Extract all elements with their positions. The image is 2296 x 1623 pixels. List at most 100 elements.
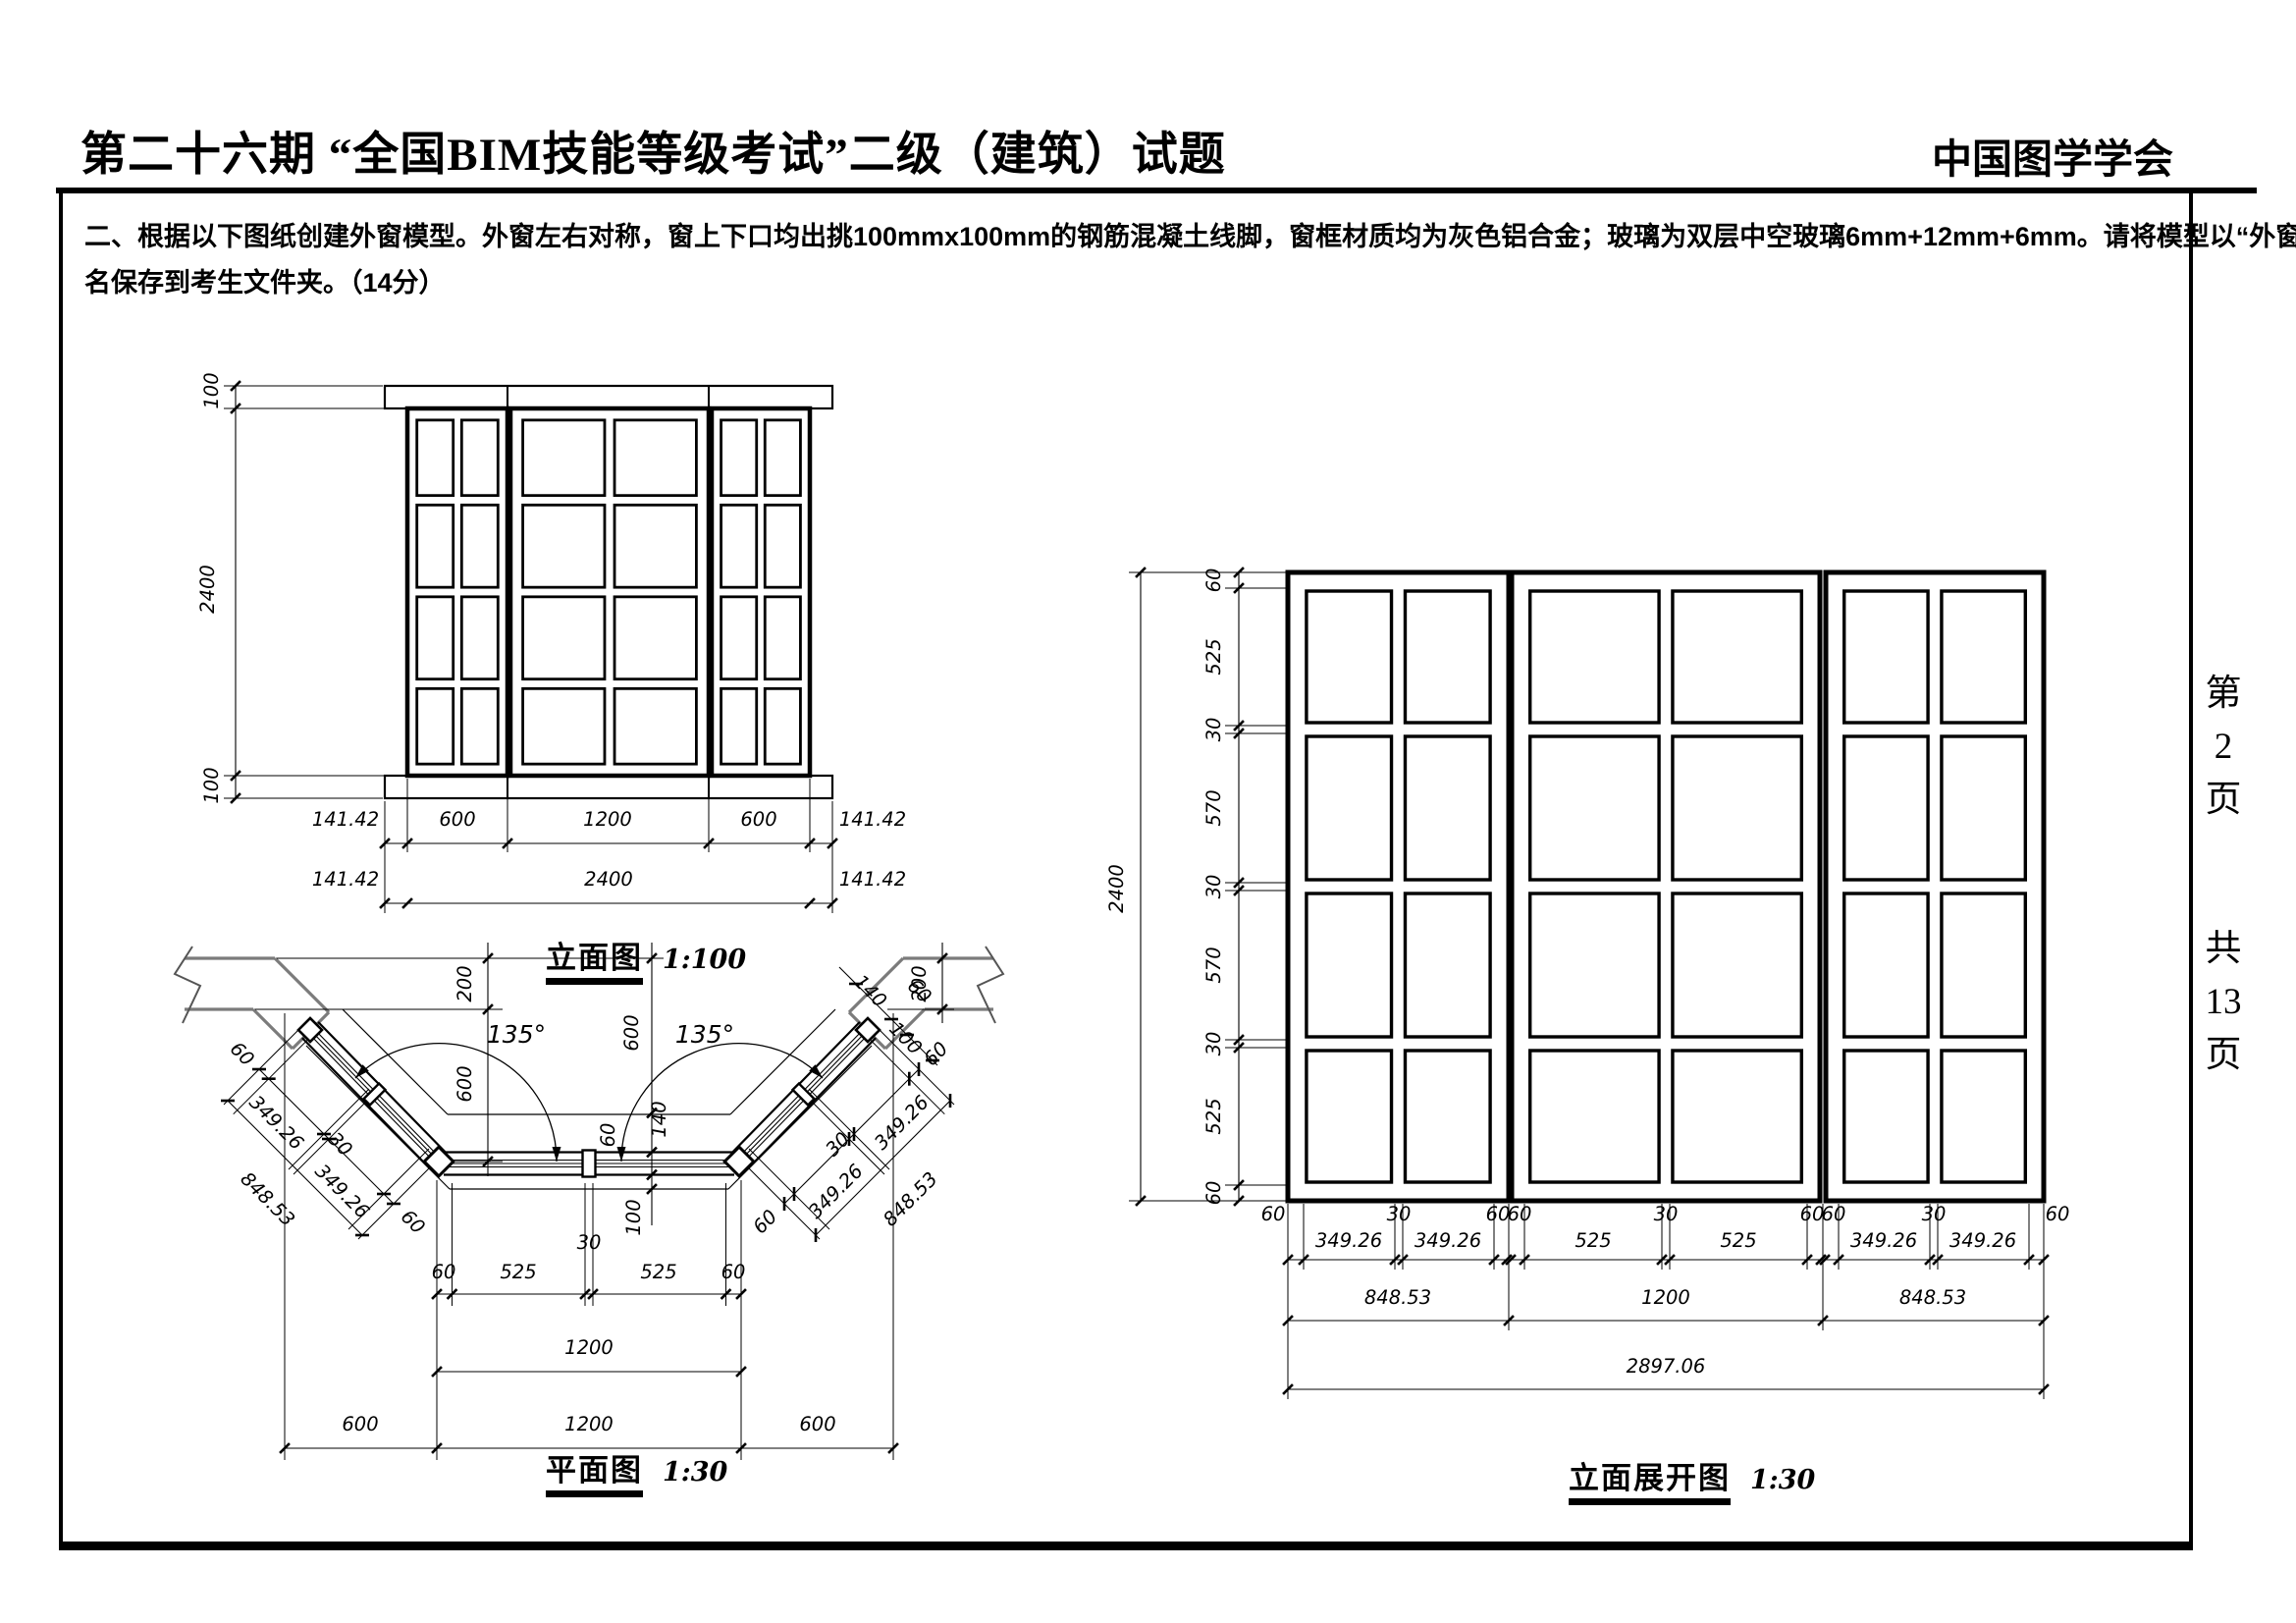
dim-tick (1656, 1254, 1668, 1266)
dim-label: 30 (1654, 1203, 1679, 1225)
window-pane (1842, 1049, 1930, 1184)
dim-label: 60 (721, 1261, 746, 1283)
drawing-line (863, 1033, 945, 1115)
wall-break-line (976, 946, 1005, 1024)
dim-tick (1397, 1254, 1409, 1266)
window-pane (521, 503, 607, 589)
dim-tick (1519, 1254, 1530, 1266)
window-pane (1671, 734, 1804, 882)
dim-label: 349.26 (870, 1091, 934, 1155)
dim-label: 141.42 (839, 868, 906, 891)
dim-tick (1135, 567, 1147, 578)
dim-label: 570 (1202, 789, 1225, 826)
dim-label: 30 (1387, 1203, 1412, 1225)
window-pane (1305, 892, 1394, 1039)
window-pane (1671, 892, 1804, 1039)
elevation-caption-scale: 1:100 (663, 945, 747, 975)
drawing-line (815, 1100, 951, 1236)
organization-name: 中国图学学会 (1932, 136, 2173, 182)
unfolded-caption-text: 立面展开图 (1569, 1461, 1731, 1505)
frame-joint-block (790, 1081, 817, 1108)
drawing-line (803, 1093, 885, 1175)
dim-label: 1200 (564, 1336, 614, 1359)
dim-label: 100 (200, 372, 223, 408)
drawing-line (347, 1148, 430, 1230)
window-pane (1940, 734, 2028, 882)
drawing-line (233, 1033, 315, 1115)
drawing-line (808, 1088, 890, 1170)
drawing-line (301, 1037, 432, 1170)
dim-tick (1389, 1254, 1401, 1266)
window-pane (720, 418, 759, 498)
dim-tick (804, 838, 816, 849)
arrowhead (355, 1064, 369, 1078)
dim-tick (1135, 1195, 1147, 1207)
dim-tick (1833, 1254, 1844, 1266)
dim-label: 600 (454, 1065, 476, 1102)
dim-tick (1801, 1254, 1813, 1266)
dim-label: 2400 (196, 565, 219, 614)
window-pane (1305, 734, 1394, 882)
dim-tick (735, 1366, 747, 1378)
window-pane (763, 503, 802, 589)
window-pane (763, 595, 802, 681)
drawing-line (223, 1023, 305, 1106)
window-pane (459, 503, 500, 589)
dim-label: 349.26 (1949, 1229, 2016, 1252)
arrowhead (809, 1064, 823, 1078)
dim-tick (646, 952, 658, 964)
dim-label: 30 (324, 1127, 357, 1161)
dim-label: 140 (648, 1101, 670, 1137)
dim-label: 600 (342, 1413, 378, 1435)
dim-tick (431, 1442, 443, 1454)
dim-tick (1664, 1254, 1676, 1266)
window-pane (1527, 589, 1661, 725)
drawing-line (729, 1008, 836, 1115)
window-pane (521, 418, 607, 498)
dim-label: 60 (1202, 568, 1225, 593)
dim-label: 60 (748, 1205, 781, 1238)
dim-label: 600 (620, 1014, 643, 1051)
page-note-char: 页 (2205, 1035, 2242, 1075)
dim-tick (230, 770, 241, 782)
dim-label: 200 (454, 965, 476, 1001)
dim-label: 30 (1922, 1203, 1947, 1225)
dim-tick (1817, 1315, 1829, 1326)
drawing-line (258, 1068, 395, 1205)
frame-joint-block (361, 1081, 388, 1108)
dim-tick (1233, 582, 1245, 594)
dim-tick (1819, 1254, 1831, 1266)
dim-label: 60 (1822, 1203, 1846, 1225)
dim-label: 525 (1575, 1229, 1611, 1252)
question-line-1: 二、根据以下图纸创建外窗模型。外窗左右对称，窗上下口均出挑100mmx100mm… (84, 222, 2296, 251)
dim-tick (646, 1107, 658, 1119)
dim-label: 349.26 (1850, 1229, 1917, 1252)
dim-tick (401, 838, 413, 849)
dim-label: 600 (439, 808, 475, 831)
drawing-line (227, 1100, 363, 1236)
window-pane (1671, 1049, 1804, 1184)
window-pane (613, 686, 698, 766)
dim-tick (887, 1442, 899, 1454)
dim-tick (446, 1288, 458, 1300)
dimension-annotations (173, 380, 2050, 1460)
dim-label: 30 (1202, 718, 1225, 742)
frame-joint-block (722, 1145, 756, 1178)
dim-tick (2038, 1315, 2050, 1326)
window-pane (1940, 589, 2028, 725)
dim-tick (703, 838, 715, 849)
window-pane (613, 418, 698, 498)
dim-tick (1501, 1254, 1513, 1266)
dim-label: 2400 (584, 868, 633, 891)
dim-label: 60 (1486, 1203, 1511, 1225)
dim-tick (1282, 1254, 1294, 1266)
dim-tick (279, 1442, 291, 1454)
unfolded-elevation-drawing (1285, 569, 2047, 1204)
angle-arc (354, 1043, 558, 1163)
dim-tick (827, 838, 838, 849)
drawing-line (746, 1037, 877, 1170)
dim-tick (1298, 1254, 1309, 1266)
